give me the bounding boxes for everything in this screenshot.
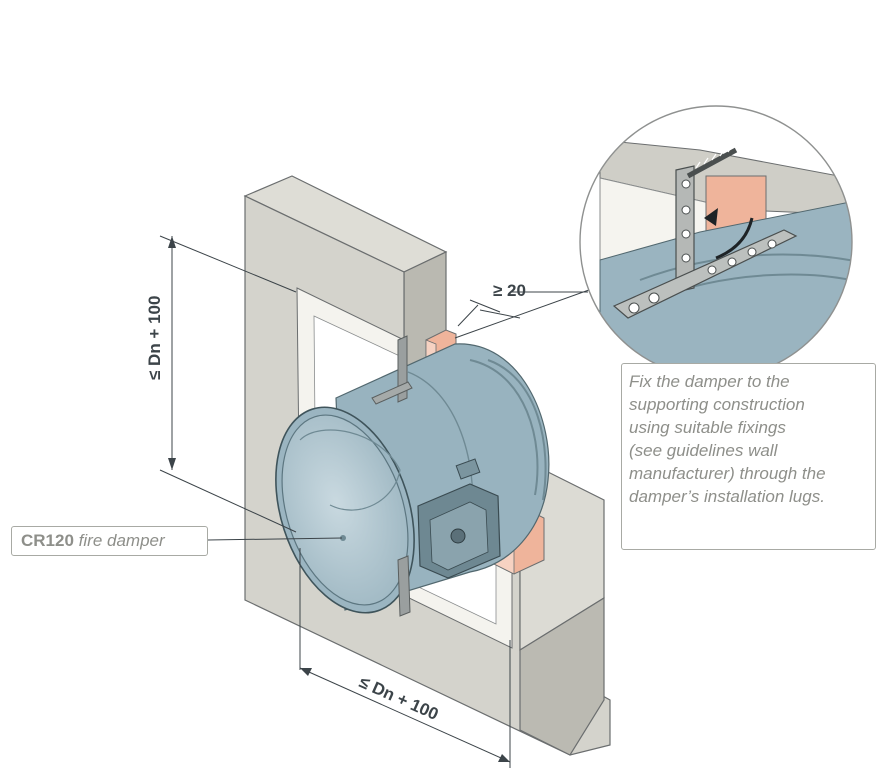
damper-center-dot xyxy=(340,535,346,541)
product-model: CR120 xyxy=(21,531,74,550)
detail-magnifier xyxy=(579,105,853,379)
fixing-note-line: Fix the damper to the xyxy=(629,372,790,391)
fixing-note-line: manufacturer) through the xyxy=(629,464,826,483)
product-description: fire damper xyxy=(78,531,165,550)
fixing-note-line: using suitable fixings xyxy=(629,418,786,437)
fixing-note: Fix the damper to the supporting constru… xyxy=(621,363,876,550)
rotate-arrow-icon xyxy=(704,208,718,226)
fixing-note-line: (see guidelines wall xyxy=(629,441,778,460)
fixing-note-line: supporting construction xyxy=(629,395,805,414)
gap-dimension-label: ≥ 20 xyxy=(493,281,526,300)
fire-damper xyxy=(275,335,550,617)
fixing-note-line: damper’s installation lugs. xyxy=(629,487,825,506)
height-dimension-label: ≤ Dn + 100 xyxy=(145,296,164,380)
product-label: CR120 fire damper xyxy=(11,526,208,556)
